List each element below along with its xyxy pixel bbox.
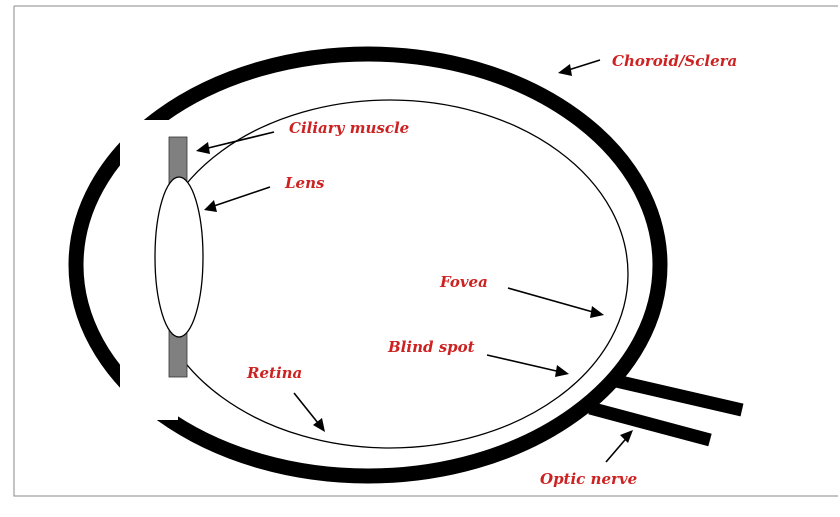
label-optic-nerve: Optic nerve — [540, 470, 637, 488]
label-fovea: Fovea — [439, 273, 488, 291]
label-ciliary-muscle: Ciliary muscle — [289, 119, 409, 137]
label-blind-spot: Blind spot — [387, 338, 475, 356]
label-lens: Lens — [284, 174, 325, 192]
label-retina: Retina — [246, 364, 302, 382]
arrowhead-optic-nerve — [620, 430, 633, 443]
optic-nerve-upper-bar — [612, 380, 742, 410]
optic-nerve-lower-bar — [590, 408, 710, 440]
lens — [155, 177, 203, 337]
arrowhead-choroid-sclera — [558, 64, 572, 76]
label-choroid-sclera: Choroid/Sclera — [612, 52, 737, 70]
